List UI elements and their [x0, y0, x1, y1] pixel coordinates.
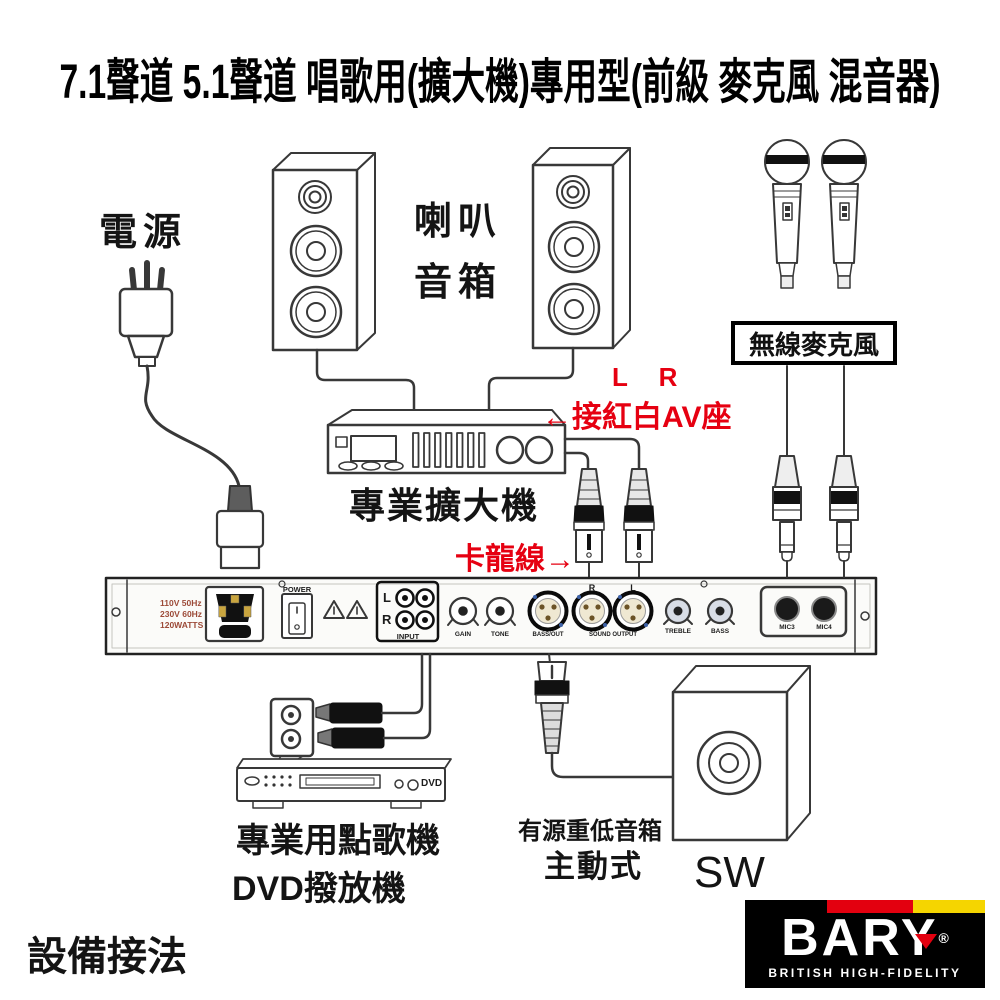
voltage-spec-line1: 110V 50Hz	[160, 598, 202, 608]
power-plug-icon	[118, 260, 241, 488]
subwoofer-type-label: 有源重低音箱	[518, 818, 662, 845]
gain-label: GAIN	[454, 631, 472, 638]
input-r-label: R	[382, 612, 392, 627]
xlr-bass-out-socket[interactable]	[527, 590, 569, 632]
mixer-rear-panel	[104, 576, 878, 656]
wireless-mic-label-box: 無線麥克風	[731, 321, 897, 365]
stripe-yellow	[912, 900, 985, 913]
brand-name-text: BARY	[781, 909, 939, 967]
registered-mark: ®	[938, 930, 949, 946]
input-l-label: L	[383, 590, 391, 605]
setup-method-label: 設備接法	[27, 935, 187, 979]
input-label: INPUT	[396, 632, 420, 641]
xlr-cable-connectors-icon	[573, 468, 655, 579]
tone-label: TONE	[491, 631, 509, 638]
brand-name: BARY®	[745, 912, 985, 964]
tone-knob[interactable]	[484, 596, 516, 626]
voltage-spec-line3: 120WATTS	[160, 620, 204, 630]
stripe-black	[745, 900, 827, 913]
ac-inlet	[204, 585, 265, 643]
dvd-player-icon	[236, 652, 452, 809]
lr-annotation: L R	[612, 362, 678, 392]
karaoke-machine-label: 專業用點歌機	[236, 822, 440, 860]
mic-cable-plugs-icon	[772, 365, 859, 578]
mic-jack-left-label: MIC3	[779, 624, 795, 631]
treble-knob[interactable]	[663, 597, 693, 625]
xlr-sound-output-label: SOUND OUTPUT	[589, 632, 637, 638]
xlr-r-label: R	[588, 583, 596, 593]
speaker-label-line1: 喇叭	[414, 201, 503, 243]
warning-triangles-icon	[323, 600, 368, 619]
xlr-bass-out-label: BASS/OUT	[532, 632, 564, 638]
rca-input-block[interactable]	[375, 580, 440, 643]
mic-jack-block[interactable]	[759, 585, 848, 638]
microphone-icons	[764, 139, 867, 289]
xlr-l-label: L	[630, 583, 636, 593]
power-cord-connector-icon	[215, 485, 265, 570]
speaker-label-line2: 音箱	[414, 262, 503, 304]
amplifier-icon	[326, 409, 641, 475]
mic-jack-right-label: MIC4	[816, 624, 832, 631]
page-title: 7.1聲道 5.1聲道 唱歌用(擴大機)專用型(前級 麥克風 混音器)	[59, 56, 941, 109]
xlr-sound-output-r-socket[interactable]	[571, 590, 613, 632]
subwoofer-xlr-connector-icon	[534, 653, 675, 779]
power-switch[interactable]	[281, 593, 313, 639]
av-jack-annotation: ←接紅白AV座	[542, 401, 732, 434]
subwoofer-mode-label: 主動式	[544, 849, 643, 884]
amplifier-label: 專業擴大機	[349, 485, 540, 526]
power-source-label: 電源	[99, 212, 188, 254]
subwoofer-icon	[671, 665, 811, 842]
dvd-badge: DVD	[421, 778, 443, 789]
speaker-left-icon	[271, 152, 416, 427]
brand-logo: BARY® BRITISH HIGH-FIDELITY	[745, 900, 985, 988]
wireless-mic-label: 無線麥克風	[748, 329, 879, 360]
xlr-cable-annotation: 卡龍線→	[455, 543, 575, 576]
speaker-right-icon	[487, 147, 631, 427]
voltage-spec-line2: 230V 60Hz	[160, 609, 203, 619]
treble-label: TREBLE	[665, 628, 691, 635]
dvd-player-label: DVD撥放機	[232, 870, 406, 908]
bary-y-accent-icon	[915, 934, 937, 949]
subwoofer-sw-label: SW	[694, 848, 765, 897]
bass-label: BASS	[710, 628, 730, 635]
stripe-red	[826, 900, 913, 913]
brand-tagline: BRITISH HIGH-FIDELITY	[768, 966, 962, 980]
logo-stripe	[745, 900, 985, 913]
power-switch-label: POWER	[282, 585, 312, 594]
xlr-sound-output-l-socket[interactable]	[612, 590, 654, 632]
gain-knob[interactable]	[447, 596, 479, 626]
bass-knob[interactable]	[705, 597, 735, 625]
